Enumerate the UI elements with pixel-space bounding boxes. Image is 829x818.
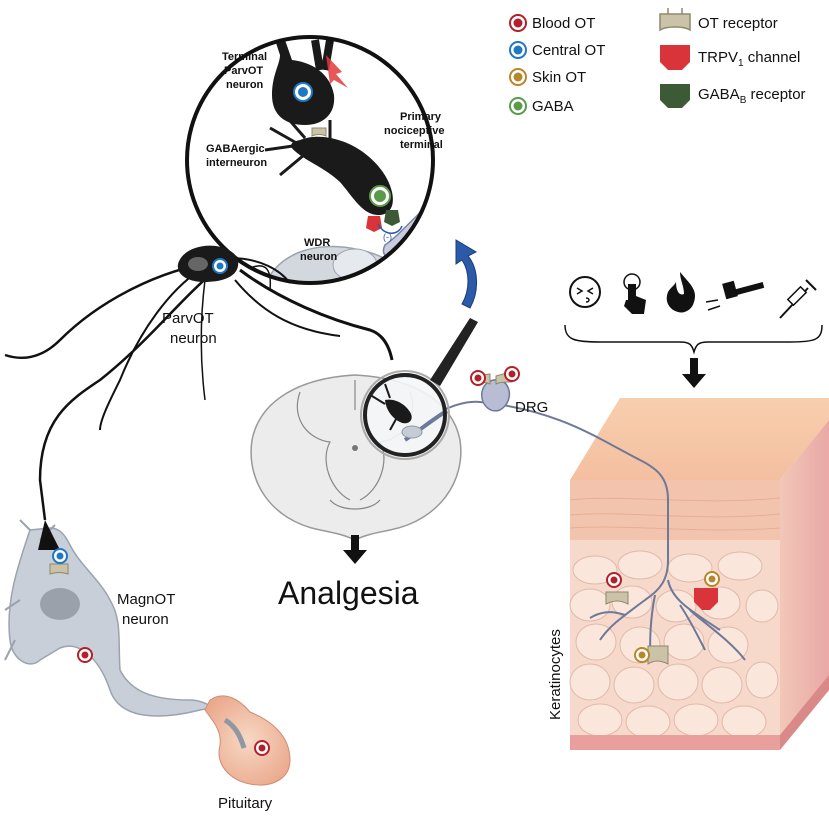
- analgesia-label: Analgesia: [278, 575, 419, 611]
- magnifying-glass-handle: [430, 318, 478, 386]
- legend-skin-ot: Skin OT: [532, 69, 586, 86]
- legend-gaba-marker: [509, 97, 527, 115]
- skin-ot-receptor-1: [605, 572, 629, 605]
- inset-wdr-label-1: WDR: [304, 237, 330, 249]
- legend-trpv1: TRPV1 channel: [698, 49, 800, 69]
- skin-block: [569, 398, 829, 750]
- legend-blood-ot: Blood OT: [532, 15, 595, 32]
- magnot-neuron: [4, 519, 249, 741]
- hammer-icon: [705, 280, 765, 311]
- inset-gabaergic-label-2: interneuron: [206, 157, 267, 169]
- legend-blood-ot-marker: [509, 14, 527, 32]
- inset-terminal-label-2: ParvOT: [224, 65, 263, 77]
- pituitary-blood-ot-marker: [254, 740, 270, 756]
- zoom-curved-arrow: [455, 239, 478, 309]
- signal-arrow-red-right: [430, 162, 433, 178]
- touch-hand-icon: [623, 273, 646, 314]
- stimuli-brace: [564, 324, 823, 355]
- drg-ganglion: [470, 366, 520, 412]
- magnot-axon-terminal: [38, 520, 60, 550]
- inset-primary-label-3: terminal: [400, 139, 443, 151]
- sensory-nerve-fiber: [419, 400, 746, 661]
- analgesia-down-arrow: [343, 535, 367, 564]
- skin-side-face: [780, 420, 829, 750]
- legend-gaba: GABA: [532, 98, 574, 115]
- signal-arrow-red-top: [326, 55, 348, 88]
- legend-trpv1-icon: [660, 45, 690, 70]
- magnot-label-1: MagnOT: [117, 591, 175, 608]
- legend-gabab: GABAB receptor: [698, 86, 806, 106]
- inset-gabab-receptor: [384, 210, 400, 226]
- inset-central-ot-marker: [293, 82, 313, 102]
- parvot-neuron: [4, 257, 394, 521]
- skin-top-surface: [570, 398, 829, 480]
- inset-ot-receptor: [311, 127, 327, 137]
- parvot-central-ot-marker: [212, 258, 228, 274]
- magnifying-glass: [360, 318, 478, 460]
- inset-wdr-label-2: neuron: [300, 251, 338, 263]
- magnot-central-ot-marker: [52, 548, 68, 564]
- skin-trpv1-channel: [694, 571, 720, 610]
- legend-ot-receptor-icon: [659, 8, 691, 32]
- parvot-label-2: neuron: [170, 330, 217, 347]
- legend-central-ot: Central OT: [532, 42, 605, 59]
- legend-central-ot-marker: [509, 41, 527, 59]
- keratinocytes-label: Keratinocytes: [547, 629, 564, 720]
- legend-ot-receptor: OT receptor: [698, 15, 778, 32]
- stimuli-icons: [569, 272, 817, 319]
- inset-gaba-marker: [369, 185, 391, 207]
- inset-trpv1-channel: [366, 216, 382, 232]
- kiss-face-icon: [569, 276, 601, 308]
- inset-ot-receptor-2: [416, 229, 433, 251]
- magnot-label-2: neuron: [122, 611, 169, 628]
- inset-gabaergic-label-1: GABAergic: [206, 143, 265, 155]
- inset-terminal-label-3: neuron: [226, 79, 264, 91]
- action-potential-spikes-right: [450, 142, 478, 172]
- magnot-blood-ot-marker: [77, 647, 93, 663]
- inset-primary-label-2: nociceptive: [384, 125, 445, 137]
- legend-skin-ot-marker: [509, 68, 527, 86]
- stimuli-down-arrow: [682, 358, 706, 388]
- inset-inhibition-mark: (-): [383, 232, 392, 242]
- legend: Blood OT Central OT Skin OT GABA OT rece…: [509, 8, 806, 115]
- inset-primary-label-1: Primary: [400, 111, 442, 123]
- magnot-ot-receptor: [49, 563, 69, 575]
- parvot-neuron-soma: [177, 245, 239, 282]
- drg-label: DRG: [515, 399, 548, 416]
- pituitary-label: Pituitary: [218, 795, 273, 812]
- gabaergic-interneuron-shape: [291, 136, 393, 216]
- parvot-label-1: ParvOT: [162, 310, 214, 327]
- legend-gabab-icon: [660, 84, 690, 108]
- syringe-icon: [779, 279, 817, 319]
- pituitary-gland: [204, 695, 291, 786]
- flame-icon: [666, 272, 696, 313]
- skin-ot-receptor-2: [634, 645, 669, 665]
- inset-terminal-label-1: Terminal: [222, 51, 267, 63]
